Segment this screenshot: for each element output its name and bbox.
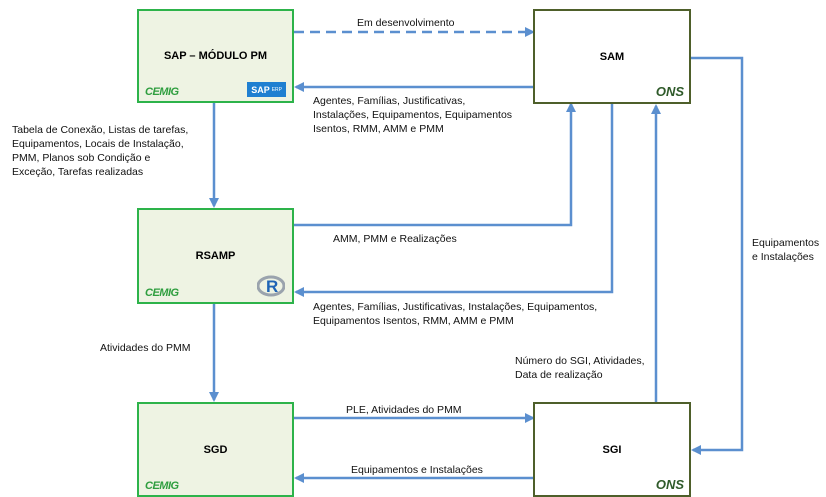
ons-logo: ONS (655, 477, 684, 492)
sam-box: SAM ONS (533, 9, 691, 104)
flow-label-rsamp-to-sam: AMM, PMM e Realizações (333, 233, 457, 245)
r-language-logo: R (256, 275, 286, 299)
sap-pm-title: SAP – MÓDULO PM (163, 50, 268, 62)
flow-label-sgi-to-sgd: Equipamentos e Instalações (351, 464, 483, 476)
flow-label-sgd-to-sgi: PLE, Atividades do PMM (346, 404, 462, 416)
cemig-logo: CEMIG (145, 287, 179, 299)
sgi-box: SGI ONS (533, 402, 691, 497)
rsamp-box: RSAMP CEMIG R (137, 208, 294, 304)
arrow-sam-to-rsamp (294, 104, 614, 297)
sgi-title: SGI (602, 443, 622, 456)
flow-label-sap-to-rsamp: Tabela de Conexão, Listas de tarefas, Eq… (12, 124, 189, 178)
sgd-box: SGD CEMIG (137, 402, 294, 497)
flow-label-sgi-to-sam: Número do SGI, Atividades, Data de reali… (515, 355, 645, 381)
flow-label-sap-to-sam: Em desenvolvimento (357, 17, 455, 29)
arrow-sam-to-sgi (691, 56, 744, 455)
flow-label-sam-to-rsamp: Agentes, Famílias, Justificativas, Insta… (313, 301, 598, 327)
cemig-logo: CEMIG (145, 86, 179, 98)
ons-logo: ONS (655, 84, 684, 99)
sgd-title: SGD (203, 443, 228, 456)
r-ring-icon (256, 275, 286, 297)
cemig-logo: CEMIG (145, 480, 179, 492)
sam-title: SAM (599, 50, 625, 63)
sap-erp-logo: SAP ERP (247, 82, 286, 97)
flow-label-rsamp-to-sgd: Atividades do PMM (100, 342, 191, 354)
sap-pm-box: SAP – MÓDULO PM CEMIG SAP ERP (137, 9, 294, 103)
flow-label-sam-to-sgi: Equipamentos e Instalações (752, 237, 820, 263)
flow-label-sam-to-sap: Agentes, Famílias, Justificativas, Insta… (313, 95, 513, 135)
rsamp-title: RSAMP (195, 250, 236, 262)
arrow-rsamp-to-sam (294, 102, 576, 227)
